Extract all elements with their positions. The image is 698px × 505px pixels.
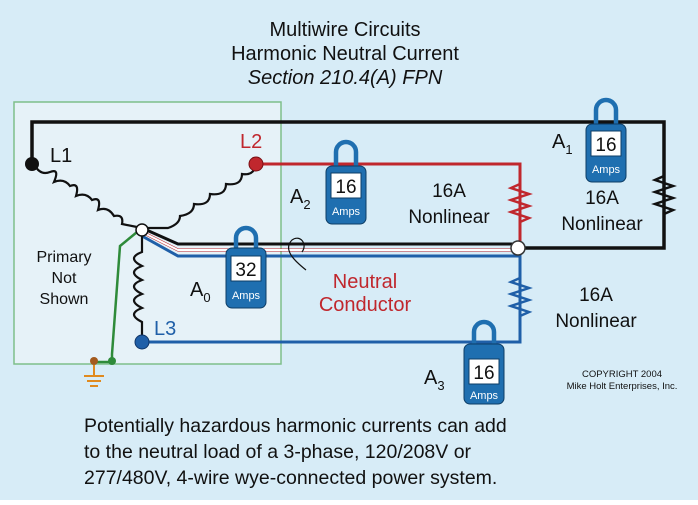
wire-l2: [256, 162, 522, 244]
load-resistor-l3: [507, 268, 533, 326]
label-l3: L3: [154, 318, 176, 340]
meter-a2-label: A2: [290, 186, 311, 212]
primary-line-1: Primary: [36, 249, 91, 266]
load-l1-amps: 16A: [585, 188, 619, 209]
title-line-1: Multiwire Circuits: [269, 19, 420, 41]
meter-a1-unit: Amps: [592, 164, 621, 176]
meter-a1-label: A1: [552, 131, 573, 157]
neutral-edge-blue: [141, 234, 520, 258]
neutral-edge-black: [141, 226, 520, 246]
coil-l3: [132, 232, 145, 342]
ground-junction-green: [108, 357, 116, 365]
title-line-2: Harmonic Neutral Current: [231, 43, 459, 65]
load-l1-type: Nonlinear: [561, 214, 643, 235]
meter-a0-label: A0: [190, 279, 211, 305]
caption-line-1: Potentially hazardous harmonic currents …: [84, 415, 507, 437]
neutral-label-line-2: Conductor: [319, 294, 412, 316]
terminal-l3: [134, 334, 150, 350]
terminal-l2: [248, 156, 264, 172]
load-resistor-l1: [651, 166, 677, 224]
meter-a3-value: 16: [473, 363, 494, 384]
load-l3-amps: 16A: [579, 285, 613, 306]
meter-a3-unit: Amps: [470, 390, 499, 402]
wire-l1: [30, 120, 666, 250]
load-l2-type: Nonlinear: [408, 207, 490, 228]
neutral-label-line-1: Neutral: [333, 271, 397, 293]
primary-line-2: Not: [52, 270, 77, 287]
ground-icon: [84, 365, 104, 387]
neutral-core: [141, 231, 520, 251]
meter-a3-label: A3: [424, 367, 445, 393]
load-l3-type: Nonlinear: [555, 311, 637, 332]
copyright-line-1: COPYRIGHT 2004: [582, 369, 662, 380]
label-l1: L1: [50, 145, 72, 167]
copyright-line-2: Mike Holt Enterprises, Inc.: [567, 381, 678, 392]
clamp-meter-a2: 16 Amps: [325, 139, 367, 225]
meter-a1-value: 16: [595, 135, 616, 156]
caption-line-2: to the neutral load of a 3-phase, 120/20…: [84, 441, 472, 463]
label-l2: L2: [240, 131, 262, 153]
neutral-pointer: [287, 237, 307, 271]
clamp-meter-a0: 32 Amps: [225, 225, 267, 309]
meter-a0-unit: Amps: [232, 290, 261, 302]
load-resistor-l2: [507, 172, 533, 236]
coil-l1: [33, 163, 143, 230]
neutral-point: [135, 223, 149, 237]
ground-wire: [95, 227, 143, 364]
caption-line-3: 277/480V, 4-wire wye-connected power sys…: [84, 467, 497, 489]
ground-junction-brown: [90, 357, 98, 365]
clamp-meter-a1: 16 Amps: [585, 97, 627, 183]
neutral-junction: [510, 240, 526, 256]
meter-a2-unit: Amps: [332, 206, 361, 218]
coil-l2: [142, 163, 258, 230]
meter-a0-value: 32: [235, 260, 256, 281]
load-l2-amps: 16A: [432, 181, 466, 202]
primary-line-3: Shown: [40, 291, 89, 308]
meter-a2-value: 16: [335, 177, 356, 198]
title-line-3: Section 210.4(A) FPN: [248, 67, 443, 89]
clamp-meter-a3: 16 Amps: [463, 319, 505, 405]
terminal-l1: [25, 157, 39, 171]
